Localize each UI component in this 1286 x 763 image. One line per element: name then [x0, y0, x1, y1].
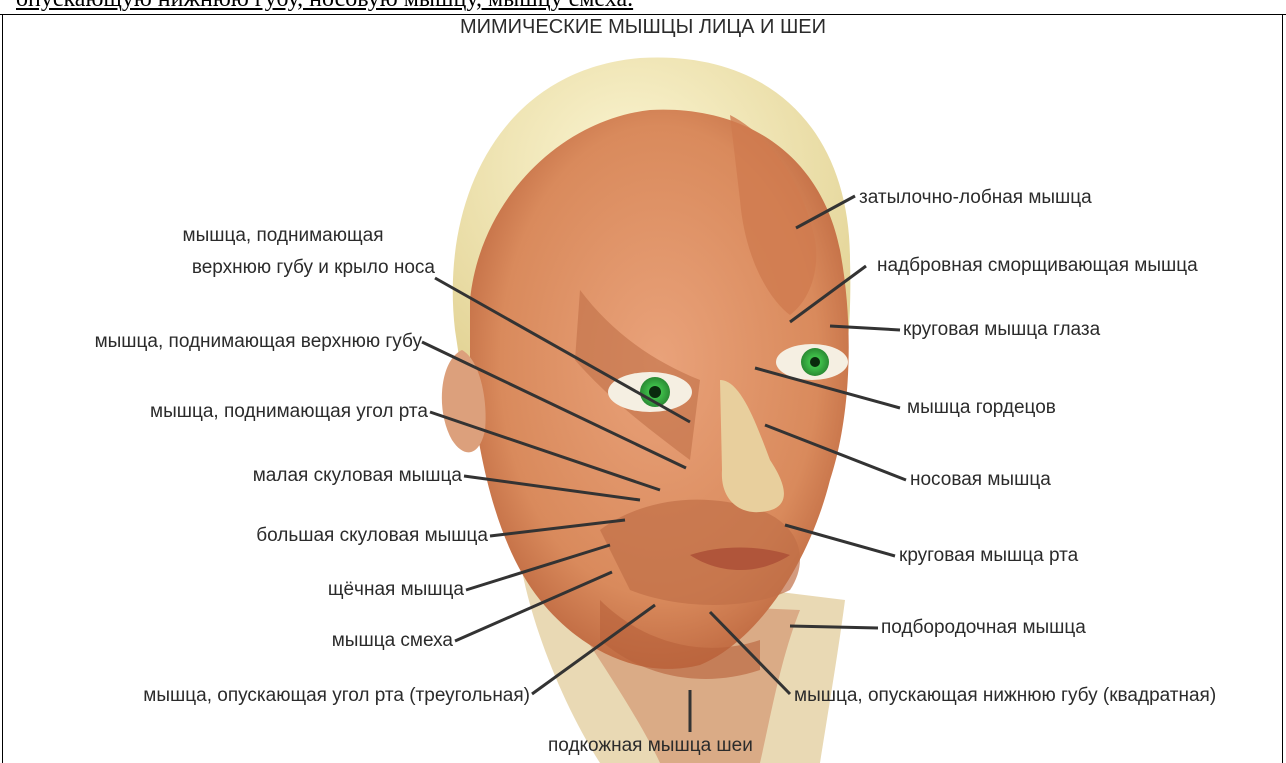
label-procerus: мышца гордецов	[907, 396, 1056, 420]
label-buccinator: щёчная мышца	[250, 578, 464, 602]
label-mentalis: подбородочная мышца	[881, 616, 1086, 640]
label-levator-anguli-oris: мышца, поднимающая угол рта	[60, 400, 428, 424]
label-nasalis: носовая мышца	[910, 468, 1051, 492]
label-zygomaticus-minor: малая скуловая мышца	[150, 464, 462, 488]
label-levator-labii: мышца, поднимающая верхнюю губу	[8, 330, 422, 354]
label-corrugator: надбровная сморщивающая мышца	[877, 254, 1198, 278]
label-levator-labii-alaeque-line1: мышца, поднимающая	[160, 224, 406, 248]
label-orbicularis-oris: круговая мышца рта	[899, 544, 1078, 568]
label-orbicularis-oculi: круговая мышца глаза	[903, 318, 1100, 342]
leader-mentalis	[790, 626, 878, 628]
label-risorius: мышца смеха	[250, 629, 453, 653]
label-occipitofrontalis: затылочно-лобная мышца	[859, 186, 1092, 210]
label-platysma: подкожная мышца шеи	[548, 734, 753, 758]
right-eye	[776, 344, 848, 380]
label-depressor-anguli-oris: мышца, опускающая угол рта (треугольная)	[20, 684, 530, 708]
left-eye	[608, 372, 692, 412]
label-levator-labii-alaeque-line2: верхнюю губу и крыло носа	[130, 256, 435, 280]
label-depressor-labii: мышца, опускающая нижнюю губу (квадратна…	[794, 684, 1280, 708]
label-zygomaticus-major: большая скуловая мышца	[150, 524, 488, 548]
